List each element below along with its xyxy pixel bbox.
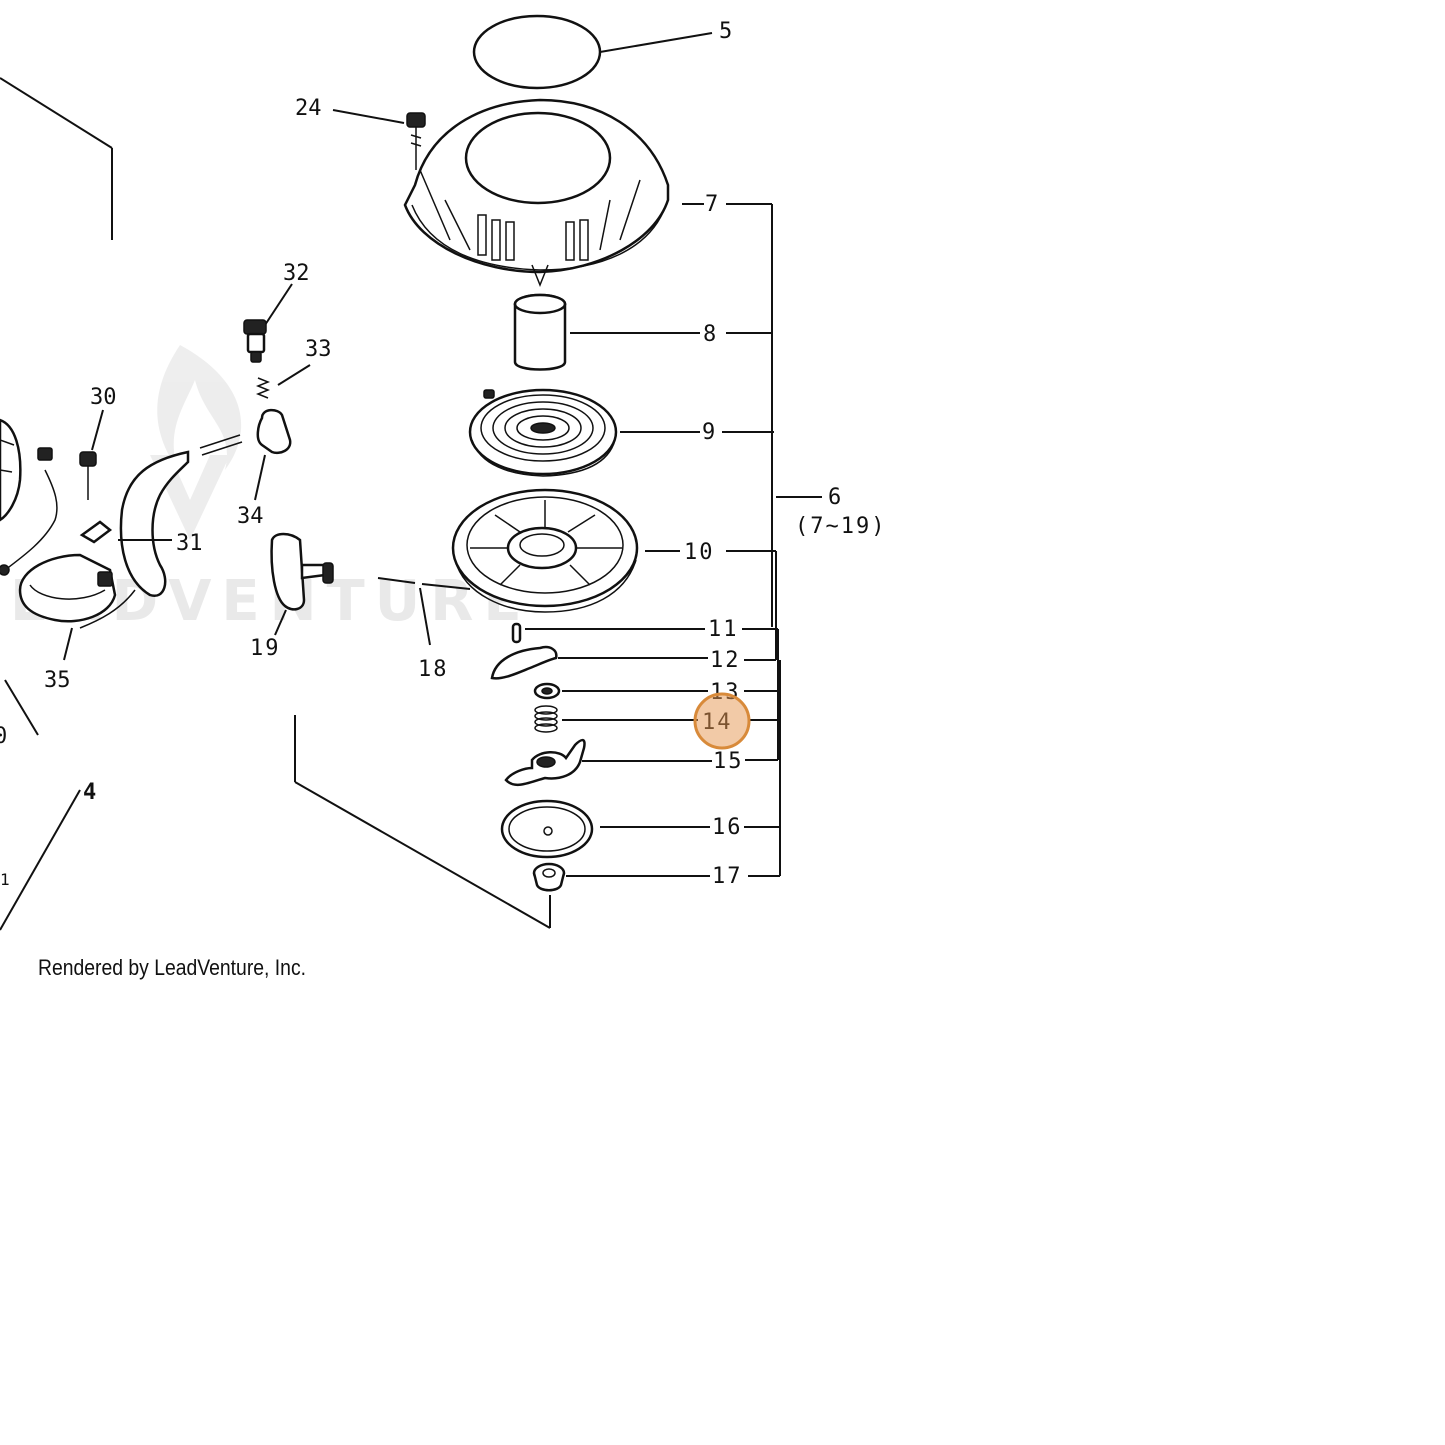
callout-24: 24: [295, 96, 322, 121]
part-18-rope: [377, 577, 471, 646]
callout-33: 33: [305, 337, 332, 362]
callout-34: 34: [237, 504, 264, 529]
part-34-elbow: [254, 408, 292, 501]
fuel-hose: [79, 434, 243, 629]
callout-35: 35: [44, 668, 71, 693]
part-32-fitting: [243, 283, 293, 363]
callout-labels: 5 24 7 32 33 8 30 9 34 6 (7~19) 31 10 11…: [0, 19, 886, 889]
lower-frame-line: [294, 715, 551, 929]
part-16-plate: [500, 799, 710, 859]
callout-edge-0: 0: [0, 724, 7, 749]
part-5-gasket: [472, 14, 713, 90]
callout-15: 15: [713, 749, 744, 774]
engine-partial: [0, 418, 22, 576]
callout-10: 10: [684, 540, 715, 565]
callout-30: 30: [90, 385, 117, 410]
callout-6-range: (7~19): [795, 514, 886, 539]
callout-8: 8: [703, 322, 716, 347]
footer-credit: Rendered by LeadVenture, Inc.: [38, 955, 307, 980]
part-13-washer: [533, 682, 708, 700]
part-35-ignition-coil: [4, 447, 117, 661]
part-8-collar: [513, 293, 700, 371]
part-30-bolt: [79, 409, 104, 500]
callout-9: 9: [702, 420, 715, 445]
part-10-reel: [451, 488, 680, 613]
part-24-bolt: [332, 109, 426, 170]
part-15-friction-plate: [504, 738, 712, 787]
part-11-pin: [511, 622, 705, 644]
callout-17: 17: [712, 864, 743, 889]
part-12-pawl: [490, 645, 708, 680]
callout-5: 5: [719, 19, 732, 44]
callout-16: 16: [712, 815, 743, 840]
hotspot-callout-14[interactable]: [693, 692, 751, 750]
part-7-starter-case: [403, 98, 704, 288]
callout-6: 6: [828, 485, 841, 510]
callout-11: 11: [708, 617, 739, 642]
callout-18: 18: [418, 657, 449, 682]
callout-32: 32: [283, 261, 310, 286]
left-frame-lines: [0, 77, 113, 931]
callout-19: 19: [250, 636, 281, 661]
callout-12: 12: [710, 648, 741, 673]
callout-edge-1: 1: [0, 870, 10, 889]
assembly-bracket: [722, 203, 822, 877]
part-19-handle: [270, 532, 334, 636]
part-33-spring: [255, 364, 311, 399]
part-14-spring: [534, 705, 698, 733]
part-17-nut: [532, 862, 710, 892]
callout-4: 4: [83, 780, 96, 805]
part-31-clip: [79, 520, 172, 544]
part-9-spiral-spring: [468, 388, 700, 477]
callout-31: 31: [176, 531, 203, 556]
callout-7: 7: [705, 192, 718, 217]
